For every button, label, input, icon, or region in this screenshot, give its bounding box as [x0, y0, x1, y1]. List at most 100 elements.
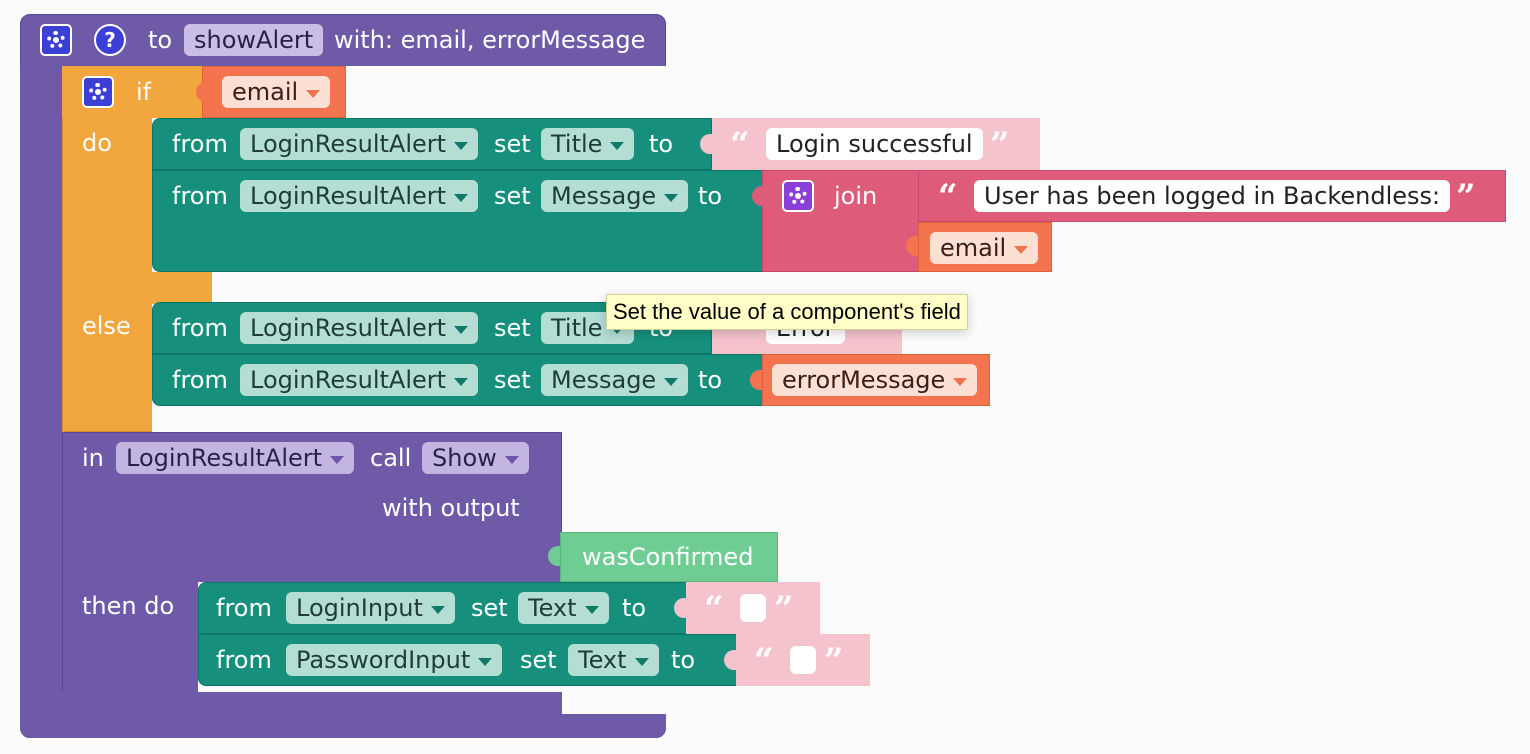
- do-row2-from-label: from: [172, 182, 228, 210]
- chevron-down-icon: [478, 657, 493, 666]
- then-row1-to-label: to: [622, 594, 647, 622]
- chevron-down-icon: [504, 455, 519, 464]
- call-label: call: [370, 444, 412, 472]
- else-row2-component-text: LoginResultAlert: [250, 366, 447, 394]
- procedure-params-label: with: email, errorMessage: [334, 26, 646, 54]
- chevron-down-icon: [454, 377, 469, 386]
- do-row1-string-connector: [700, 134, 712, 154]
- do-row1-field-dropdown[interactable]: Title: [541, 128, 635, 160]
- if-block-else-bar: [152, 272, 212, 304]
- then-row1-from-label: from: [216, 594, 272, 622]
- call-method-dropdown[interactable]: Show: [422, 442, 529, 474]
- procedure-left-bar: [20, 66, 62, 738]
- chevron-down-icon: [1014, 245, 1029, 254]
- chevron-down-icon: [610, 141, 625, 150]
- quote-close-icon: ”: [774, 589, 794, 629]
- if-label: if: [136, 78, 152, 106]
- call-component-dropdown[interactable]: LoginResultAlert: [116, 442, 355, 474]
- chevron-down-icon: [306, 89, 321, 98]
- then-do-label: then do: [82, 592, 175, 620]
- do-row2-field-text: Message: [551, 182, 657, 210]
- join-connector: [752, 186, 764, 206]
- do-row1-component-text: LoginResultAlert: [250, 130, 447, 158]
- then-row2-component-dropdown[interactable]: PasswordInput: [286, 644, 503, 676]
- condition-connector: [196, 82, 208, 102]
- else-row2-from-label: from: [172, 366, 228, 394]
- then-row1-component-dropdown[interactable]: LoginInput: [286, 592, 455, 624]
- do-row1-set-label: set: [494, 130, 531, 158]
- then-row1-field-text: Text: [528, 594, 577, 622]
- else-row2-variable-dropdown[interactable]: errorMessage: [772, 364, 978, 396]
- then-row2-from-label: from: [216, 646, 272, 674]
- join-variable-text: email: [940, 234, 1007, 262]
- else-row1-component-dropdown[interactable]: LoginResultAlert: [240, 312, 479, 344]
- do-row1-from-label: from: [172, 130, 228, 158]
- call-block-bottom: [62, 692, 562, 714]
- quote-open-icon: “: [704, 589, 724, 629]
- do-row1-field-text: Title: [551, 130, 603, 158]
- if-settings-icon[interactable]: [82, 76, 114, 108]
- chevron-down-icon: [454, 193, 469, 202]
- quote-open-icon: “: [938, 177, 958, 217]
- chevron-down-icon: [330, 455, 345, 464]
- procedure-settings-icon[interactable]: [40, 24, 72, 56]
- then-row1-string-connector: [674, 598, 686, 618]
- join-string-value[interactable]: User has been logged in Backendless:: [974, 180, 1451, 212]
- condition-variable-text: email: [232, 78, 299, 106]
- else-row1-component-text: LoginResultAlert: [250, 314, 447, 342]
- function-name-field[interactable]: showAlert: [184, 24, 324, 56]
- then-row2-string-value[interactable]: [790, 646, 816, 674]
- do-row1-component-dropdown[interactable]: LoginResultAlert: [240, 128, 479, 160]
- condition-variable-dropdown[interactable]: email: [222, 76, 331, 108]
- join-settings-icon[interactable]: [782, 180, 814, 212]
- else-row1-set-label: set: [494, 314, 531, 342]
- then-row2-to-label: to: [671, 646, 696, 674]
- output-variable-text: wasConfirmed: [582, 543, 754, 571]
- else-row2-component-dropdown[interactable]: LoginResultAlert: [240, 364, 479, 396]
- else-row1-field-text: Title: [551, 314, 603, 342]
- quote-close-icon: ”: [1456, 177, 1476, 217]
- then-row1-set-label: set: [471, 594, 508, 622]
- output-variable-block[interactable]: [560, 532, 778, 582]
- help-icon[interactable]: ?: [94, 24, 126, 56]
- then-row2-string-connector: [724, 650, 736, 670]
- quote-open-icon: “: [730, 125, 750, 165]
- else-row2-field-dropdown[interactable]: Message: [541, 364, 689, 396]
- chevron-down-icon: [664, 377, 679, 386]
- then-row2-field-text: Text: [578, 646, 627, 674]
- else-row2-to-label: to: [698, 366, 723, 394]
- chevron-down-icon: [953, 377, 968, 386]
- with-output-label: with output: [382, 494, 520, 522]
- then-row2-set-label: set: [520, 646, 557, 674]
- join-variable-dropdown[interactable]: email: [930, 232, 1039, 264]
- then-row1-field-dropdown[interactable]: Text: [518, 592, 609, 624]
- else-row2-variable-connector: [750, 370, 762, 390]
- chevron-down-icon: [454, 325, 469, 334]
- chevron-down-icon: [430, 605, 445, 614]
- join-variable-connector: [906, 236, 918, 256]
- do-row2-component-text: LoginResultAlert: [250, 182, 447, 210]
- do-row2-field-dropdown[interactable]: Message: [541, 180, 689, 212]
- then-row1-component-text: LoginInput: [296, 594, 423, 622]
- procedure-to-label: to: [148, 26, 173, 54]
- quote-close-icon: ”: [824, 641, 844, 681]
- call-component-text: LoginResultAlert: [126, 444, 323, 472]
- do-row1-to-label: to: [649, 130, 674, 158]
- do-row1-string-value[interactable]: Login successful: [766, 128, 983, 160]
- procedure-bottom-bar: [20, 714, 666, 738]
- output-connector: [548, 546, 560, 566]
- then-row2-field-dropdown[interactable]: Text: [568, 644, 659, 676]
- do-label: do: [82, 129, 112, 157]
- call-method-text: Show: [432, 444, 497, 472]
- function-name-text: showAlert: [194, 26, 314, 54]
- do-row2-to-label: to: [698, 182, 723, 210]
- chevron-down-icon: [584, 605, 599, 614]
- tooltip: Set the value of a component's field: [606, 294, 968, 330]
- chevron-down-icon: [664, 193, 679, 202]
- then-row1-string-value[interactable]: [740, 594, 766, 622]
- quote-open-icon: “: [754, 641, 774, 681]
- join-label: join: [834, 182, 878, 210]
- do-row2-set-label: set: [494, 182, 531, 210]
- do-row2-component-dropdown[interactable]: LoginResultAlert: [240, 180, 479, 212]
- else-row2-variable-text: errorMessage: [782, 366, 946, 394]
